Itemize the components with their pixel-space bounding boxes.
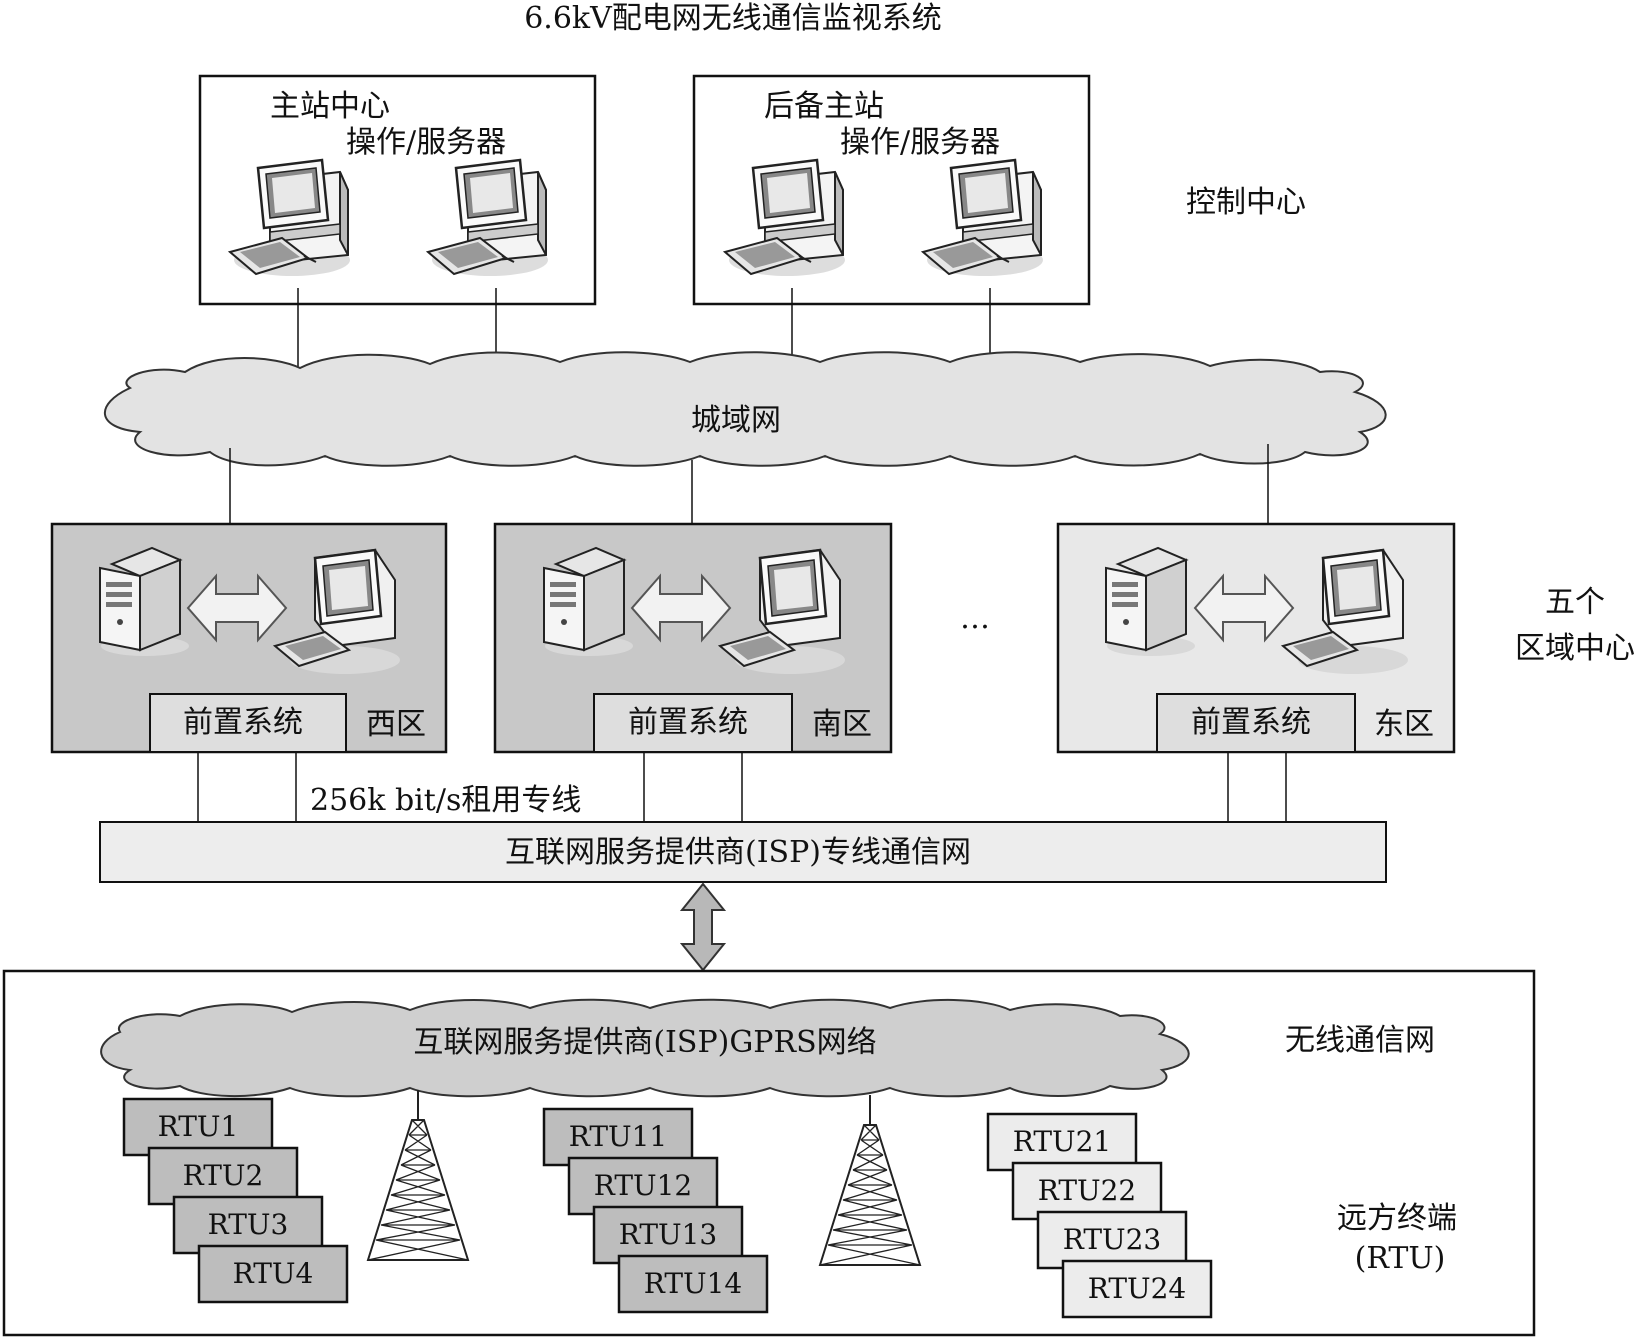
south-region-label: 南区 [812,707,872,742]
rtu-box [986,1112,1138,1172]
leased-line-links [197,752,1287,822]
rtu-box [1061,1259,1213,1319]
gprs-network-label: 互联网服务提供商(ISP)GPRS网络 [413,1025,877,1060]
diagram-title: 6.6kV配电网无线通信监视系统 [524,1,942,36]
rtu-box [1011,1161,1163,1221]
west-front-end-label: 前置系统 [183,705,303,740]
west-server-icon [99,547,190,657]
isp-private-network-label: 互联网服务提供商(ISP)专线通信网 [505,835,971,870]
rtu-box [592,1205,744,1265]
south-front-end-box [593,693,793,753]
metro-to-region-links [229,444,1269,524]
main-station-name: 主站中心 [270,89,390,124]
metro-network-label: 城域网 [691,403,781,438]
east-server-icon [1105,547,1196,657]
rtu-label: RTU12 [594,1169,693,1202]
rtu-label: RTU21 [1013,1125,1112,1158]
west-region-label: 西区 [366,707,426,742]
more-regions-ellipsis: … [960,601,990,636]
east-front-end-box [1156,693,1356,753]
main-station-servers-label: 操作/服务器 [346,125,507,160]
rtu-box [542,1107,694,1167]
rtu-label: RTU3 [208,1208,289,1241]
rtu-label: RTU13 [619,1218,718,1251]
east-front-end-label: 前置系统 [1191,705,1311,740]
wireless-network-label: 无线通信网 [1285,1023,1435,1058]
rtu-label: RTU11 [569,1120,668,1153]
rtu-label: RTU2 [183,1159,264,1192]
rtu-box [617,1254,769,1314]
leased-line-label: 256k bit/s租用专线 [310,783,582,818]
rtu-label: RTU22 [1038,1174,1137,1207]
rtu-box [1036,1210,1188,1270]
control-center-label: 控制中心 [1186,185,1306,220]
rtu-label-line1: 远方终端 [1337,1201,1457,1236]
rtu-box [567,1156,719,1216]
west-front-end-box [149,693,347,753]
rtu-box [197,1244,349,1304]
rtu-label-line2: (RTU) [1354,1241,1446,1276]
rtu-label: RTU23 [1063,1223,1162,1256]
gprs-network-cloud [100,998,1190,1098]
vertical-double-arrow-icon [679,882,727,972]
regional-centers-label-line2: 区域中心 [1515,631,1635,666]
rtu-box [172,1195,324,1255]
south-front-end-label: 前置系统 [628,705,748,740]
isp-private-network-bar [99,821,1387,883]
rtu-label: RTU14 [644,1267,743,1300]
metro-network-cloud [103,351,1387,467]
south-server-icon [543,547,634,657]
rtu-label: RTU24 [1088,1272,1187,1305]
backup-station-servers-label: 操作/服务器 [840,125,1001,160]
rtu-label: RTU4 [233,1257,314,1290]
rtu-box [122,1097,274,1157]
backup-station-name: 后备主站 [764,89,884,124]
rtu-label: RTU1 [158,1110,239,1143]
east-region-label: 东区 [1374,707,1434,742]
regional-centers-label-line1: 五个 [1545,585,1605,620]
rtu-box [147,1146,299,1206]
